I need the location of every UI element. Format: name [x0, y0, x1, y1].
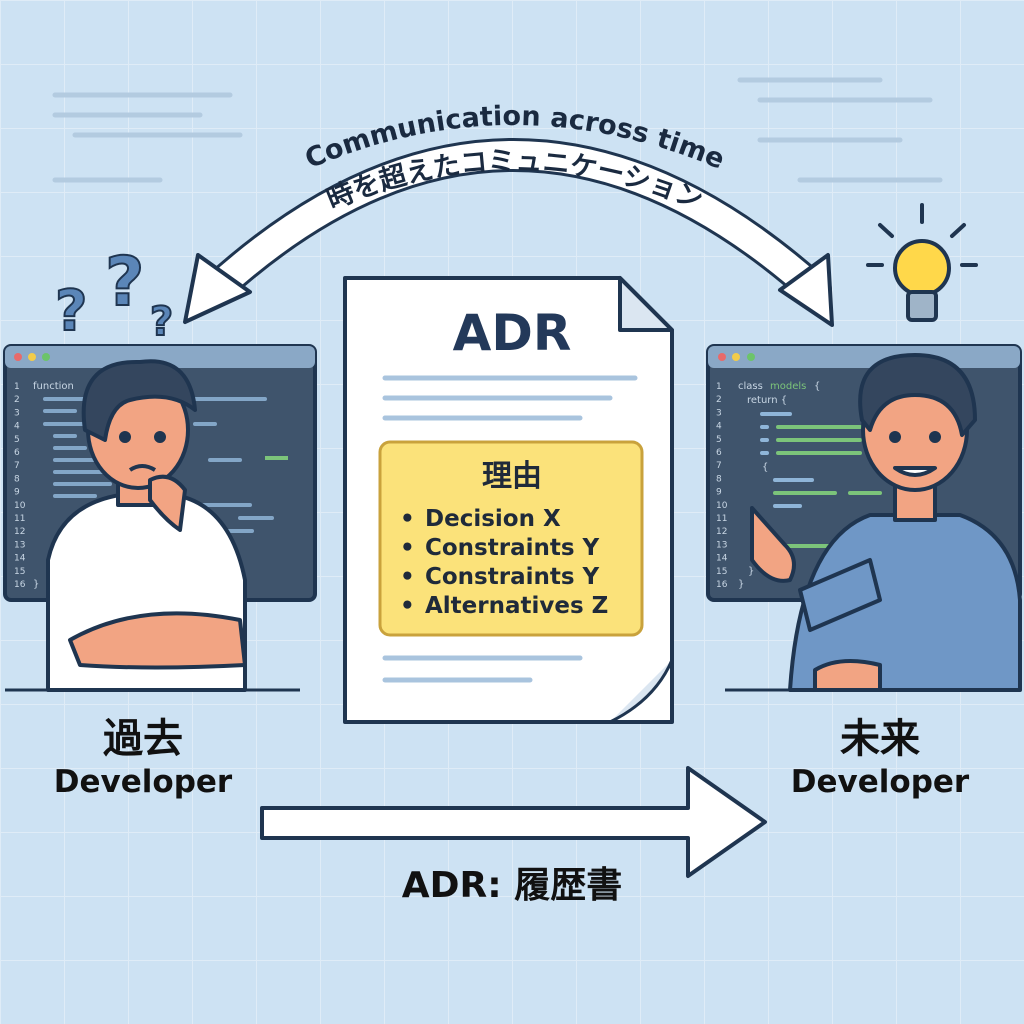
bullet-dot: •	[400, 535, 415, 561]
bullet-dot: •	[400, 564, 415, 590]
future-developer-figure	[750, 353, 1022, 692]
adr-document: ADR 理由 • Decision X • Constraints Y • Co…	[343, 276, 674, 724]
line-number: 13	[14, 540, 25, 550]
code-keyword: function	[33, 381, 74, 392]
line-number: 4	[716, 422, 722, 432]
line-number: 11	[716, 514, 727, 524]
line-number: 1	[14, 382, 20, 392]
code-class-name: models	[770, 381, 806, 392]
past-label-ja: 過去	[103, 716, 183, 762]
reason-bullet: Decision X	[425, 506, 561, 532]
svg-text:?: ?	[55, 279, 87, 344]
bullet-dot: •	[400, 506, 415, 532]
line-number: 9	[716, 488, 722, 498]
past-developer-figure	[46, 359, 247, 692]
code-brace: }	[33, 579, 39, 590]
line-number: 2	[14, 395, 20, 405]
code-brace: }	[748, 566, 754, 577]
curved-double-arrow	[183, 138, 834, 327]
svg-text:?: ?	[150, 299, 173, 345]
line-number: 13	[716, 540, 727, 550]
line-number: 15	[716, 567, 727, 577]
code-brace: {	[762, 462, 768, 473]
line-number: 7	[716, 461, 722, 471]
line-number: 12	[14, 527, 25, 537]
line-number: 5	[716, 435, 722, 445]
question-marks-icon: ? ? ?	[54, 242, 174, 346]
line-number: 10	[14, 501, 26, 511]
lightbulb-icon	[866, 203, 978, 322]
past-label-en: Developer	[54, 764, 233, 800]
line-number: 7	[14, 461, 20, 471]
reason-bullet: Constraints Y	[425, 564, 600, 590]
reason-bullet: Constraints Y	[425, 535, 600, 561]
svg-text:?: ?	[105, 243, 144, 322]
faint-code-decoration	[52, 77, 943, 183]
reason-box	[378, 440, 644, 637]
code-return: return {	[747, 395, 787, 406]
line-number: 9	[14, 488, 20, 498]
line-number: 3	[14, 408, 20, 418]
line-number: 10	[716, 501, 728, 511]
line-number: 16	[14, 580, 26, 590]
line-number: 2	[716, 395, 722, 405]
reason-bullet: Alternatives Z	[425, 593, 608, 619]
line-number: 5	[14, 435, 20, 445]
bottom-arrow-label: ADR: 履歴書	[402, 865, 622, 906]
code-brace: }	[738, 579, 744, 590]
line-number: 15	[14, 567, 25, 577]
line-number: 14	[14, 554, 26, 564]
reason-heading: 理由	[482, 459, 542, 494]
line-number: 6	[14, 448, 20, 458]
line-number: 4	[14, 422, 20, 432]
line-number: 1	[716, 382, 722, 392]
bullet-dot: •	[400, 593, 415, 619]
line-number: 3	[716, 408, 722, 418]
line-number: 12	[716, 527, 727, 537]
future-label-ja: 未来	[840, 716, 920, 762]
code-brace: {	[814, 381, 820, 392]
line-number: 16	[716, 580, 728, 590]
line-number: 6	[716, 448, 722, 458]
bottom-arrow	[260, 766, 767, 878]
line-number: 8	[716, 474, 722, 484]
line-number: 8	[14, 474, 20, 484]
document-title: ADR	[453, 304, 572, 362]
code-keyword: class	[738, 381, 763, 392]
line-number: 14	[716, 554, 728, 564]
line-number: 11	[14, 514, 25, 524]
future-label-en: Developer	[791, 764, 970, 800]
